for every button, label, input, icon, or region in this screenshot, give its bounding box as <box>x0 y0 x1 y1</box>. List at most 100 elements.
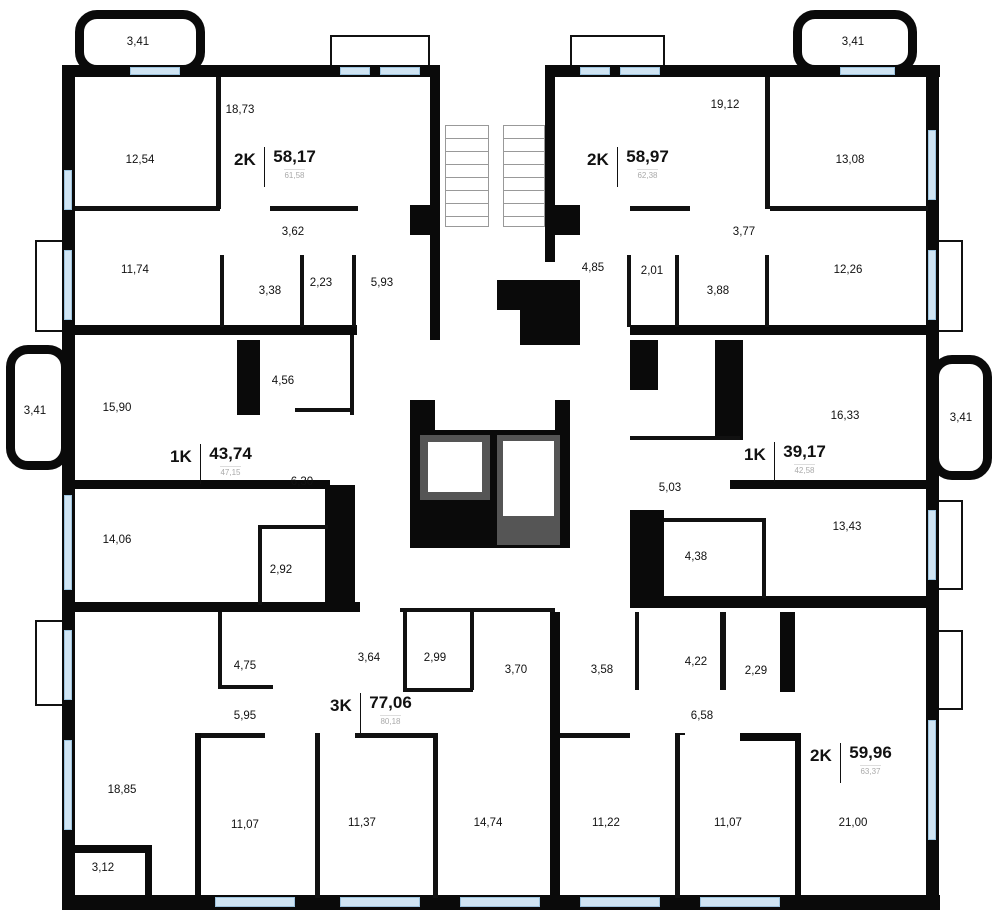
room-area: 2,23 <box>309 277 333 289</box>
wall <box>75 206 220 211</box>
loggia-left-2 <box>35 620 65 706</box>
room-area: 3,12 <box>91 862 115 874</box>
wall <box>675 733 680 898</box>
wall <box>295 408 353 412</box>
apartment-type: 3K <box>330 696 352 715</box>
wall <box>62 325 357 335</box>
wall <box>400 608 555 612</box>
room-area: 3,62 <box>281 226 305 238</box>
room-area: 3,41 <box>841 36 865 48</box>
wall <box>630 325 938 335</box>
wall <box>216 77 221 209</box>
wall <box>62 602 360 612</box>
wall <box>770 206 928 211</box>
room-area: 3,38 <box>258 285 282 297</box>
apartment-total-area: 61,58 <box>284 169 305 180</box>
room-area: 6,30 <box>290 476 314 488</box>
window <box>460 897 540 907</box>
window <box>928 130 936 200</box>
room-area: 11,07 <box>714 817 742 829</box>
room-area: 4,56 <box>271 375 295 387</box>
wall <box>270 206 358 211</box>
room-area: 14,06 <box>102 534 132 546</box>
room-area: 3,58 <box>590 664 614 676</box>
window <box>380 67 420 75</box>
wall <box>675 255 679 327</box>
wall <box>218 685 273 689</box>
room-area: 3,70 <box>504 664 528 676</box>
room-area: 11,37 <box>348 817 376 829</box>
apartment-type: 2K <box>810 746 832 765</box>
room-area: 3,41 <box>23 405 47 417</box>
elevator-cabin-1-inner <box>428 442 482 492</box>
elevator-cabin-2-inner <box>503 441 554 516</box>
wall <box>403 608 407 690</box>
wall <box>730 480 938 489</box>
separator <box>359 693 362 733</box>
wall <box>780 612 795 692</box>
balcony-top-right <box>793 10 917 74</box>
storage-wall <box>62 845 152 853</box>
room-area: 2,92 <box>269 564 293 576</box>
apartment-area: 58,17 <box>273 147 316 166</box>
wall <box>300 255 304 327</box>
wall <box>403 688 473 692</box>
wall <box>765 77 770 209</box>
wall <box>680 733 685 735</box>
window <box>64 250 72 320</box>
room-area: 2,99 <box>423 652 447 664</box>
apartment-badge[interactable]: 1K 43,74 47,15 <box>170 444 252 484</box>
apartment-total-area: 80,18 <box>380 715 401 726</box>
wall <box>740 733 800 741</box>
wall <box>635 612 639 690</box>
window <box>928 250 936 320</box>
room-area: 3,41 <box>949 412 973 424</box>
wall <box>715 340 743 440</box>
room-area: 5,03 <box>658 482 682 494</box>
staircase-right <box>503 125 545 227</box>
room-area: 11,22 <box>592 817 620 829</box>
window <box>928 510 936 580</box>
wall <box>325 485 355 610</box>
room-area: 3,77 <box>732 226 756 238</box>
separator <box>773 442 776 482</box>
room-area: 4,75 <box>233 660 257 672</box>
wall <box>258 525 328 529</box>
wall <box>630 436 740 440</box>
apartment-area: 39,17 <box>783 442 826 461</box>
wall <box>630 596 938 608</box>
window <box>64 630 72 700</box>
room-area: 11,07 <box>231 819 259 831</box>
room-area: 15,90 <box>102 402 132 414</box>
window <box>700 897 780 907</box>
loggia-right-1 <box>935 240 963 332</box>
room-area: 11,74 <box>121 264 149 276</box>
apartment-total-area: 47,15 <box>220 466 241 477</box>
room-area: 21,00 <box>838 817 868 829</box>
wall <box>795 733 801 898</box>
wall <box>218 612 222 687</box>
window <box>340 67 370 75</box>
wall <box>350 335 354 415</box>
room-area: 2,01 <box>640 265 664 277</box>
window <box>130 67 180 75</box>
room-area: 2,29 <box>744 665 768 677</box>
room-area: 5,95 <box>233 710 257 722</box>
room-area: 12,26 <box>833 264 863 276</box>
window <box>620 67 660 75</box>
apartment-area: 59,96 <box>849 743 892 762</box>
room-area: 3,88 <box>706 285 730 297</box>
wall <box>355 733 435 738</box>
apartment-type: 1K <box>170 447 192 466</box>
apartment-area: 43,74 <box>209 444 252 463</box>
wall <box>664 518 766 522</box>
wall <box>762 518 766 598</box>
loggia-top-2 <box>570 35 665 67</box>
wall <box>545 77 555 262</box>
wall <box>520 280 580 345</box>
